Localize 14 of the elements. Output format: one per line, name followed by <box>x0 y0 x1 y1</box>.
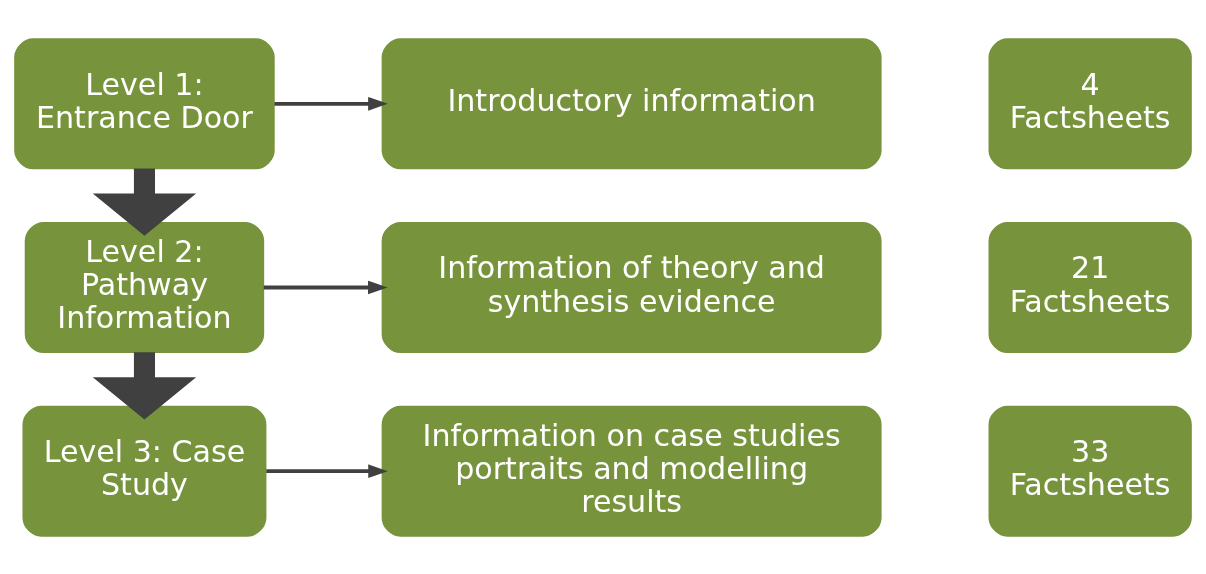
node-box: Introductory information <box>381 37 882 169</box>
node-box: 33 Factsheets <box>988 405 1192 537</box>
arrow <box>274 96 388 111</box>
node-box: 21 Factsheets <box>988 221 1192 353</box>
arrow <box>92 351 197 419</box>
arrow <box>92 168 197 236</box>
arrow <box>266 463 388 478</box>
node-box: Level 2: Pathway Information <box>24 221 265 353</box>
node-box: Level 1: Entrance Door <box>14 37 275 169</box>
node-box: Information of theory and synthesis evidence <box>381 221 882 353</box>
node-box: Level 3: Case Study <box>22 405 267 537</box>
node-box: Information on case studies portraits and modelling results <box>381 405 882 537</box>
node-box: 4 Factsheets <box>988 37 1192 169</box>
arrow <box>263 280 388 294</box>
